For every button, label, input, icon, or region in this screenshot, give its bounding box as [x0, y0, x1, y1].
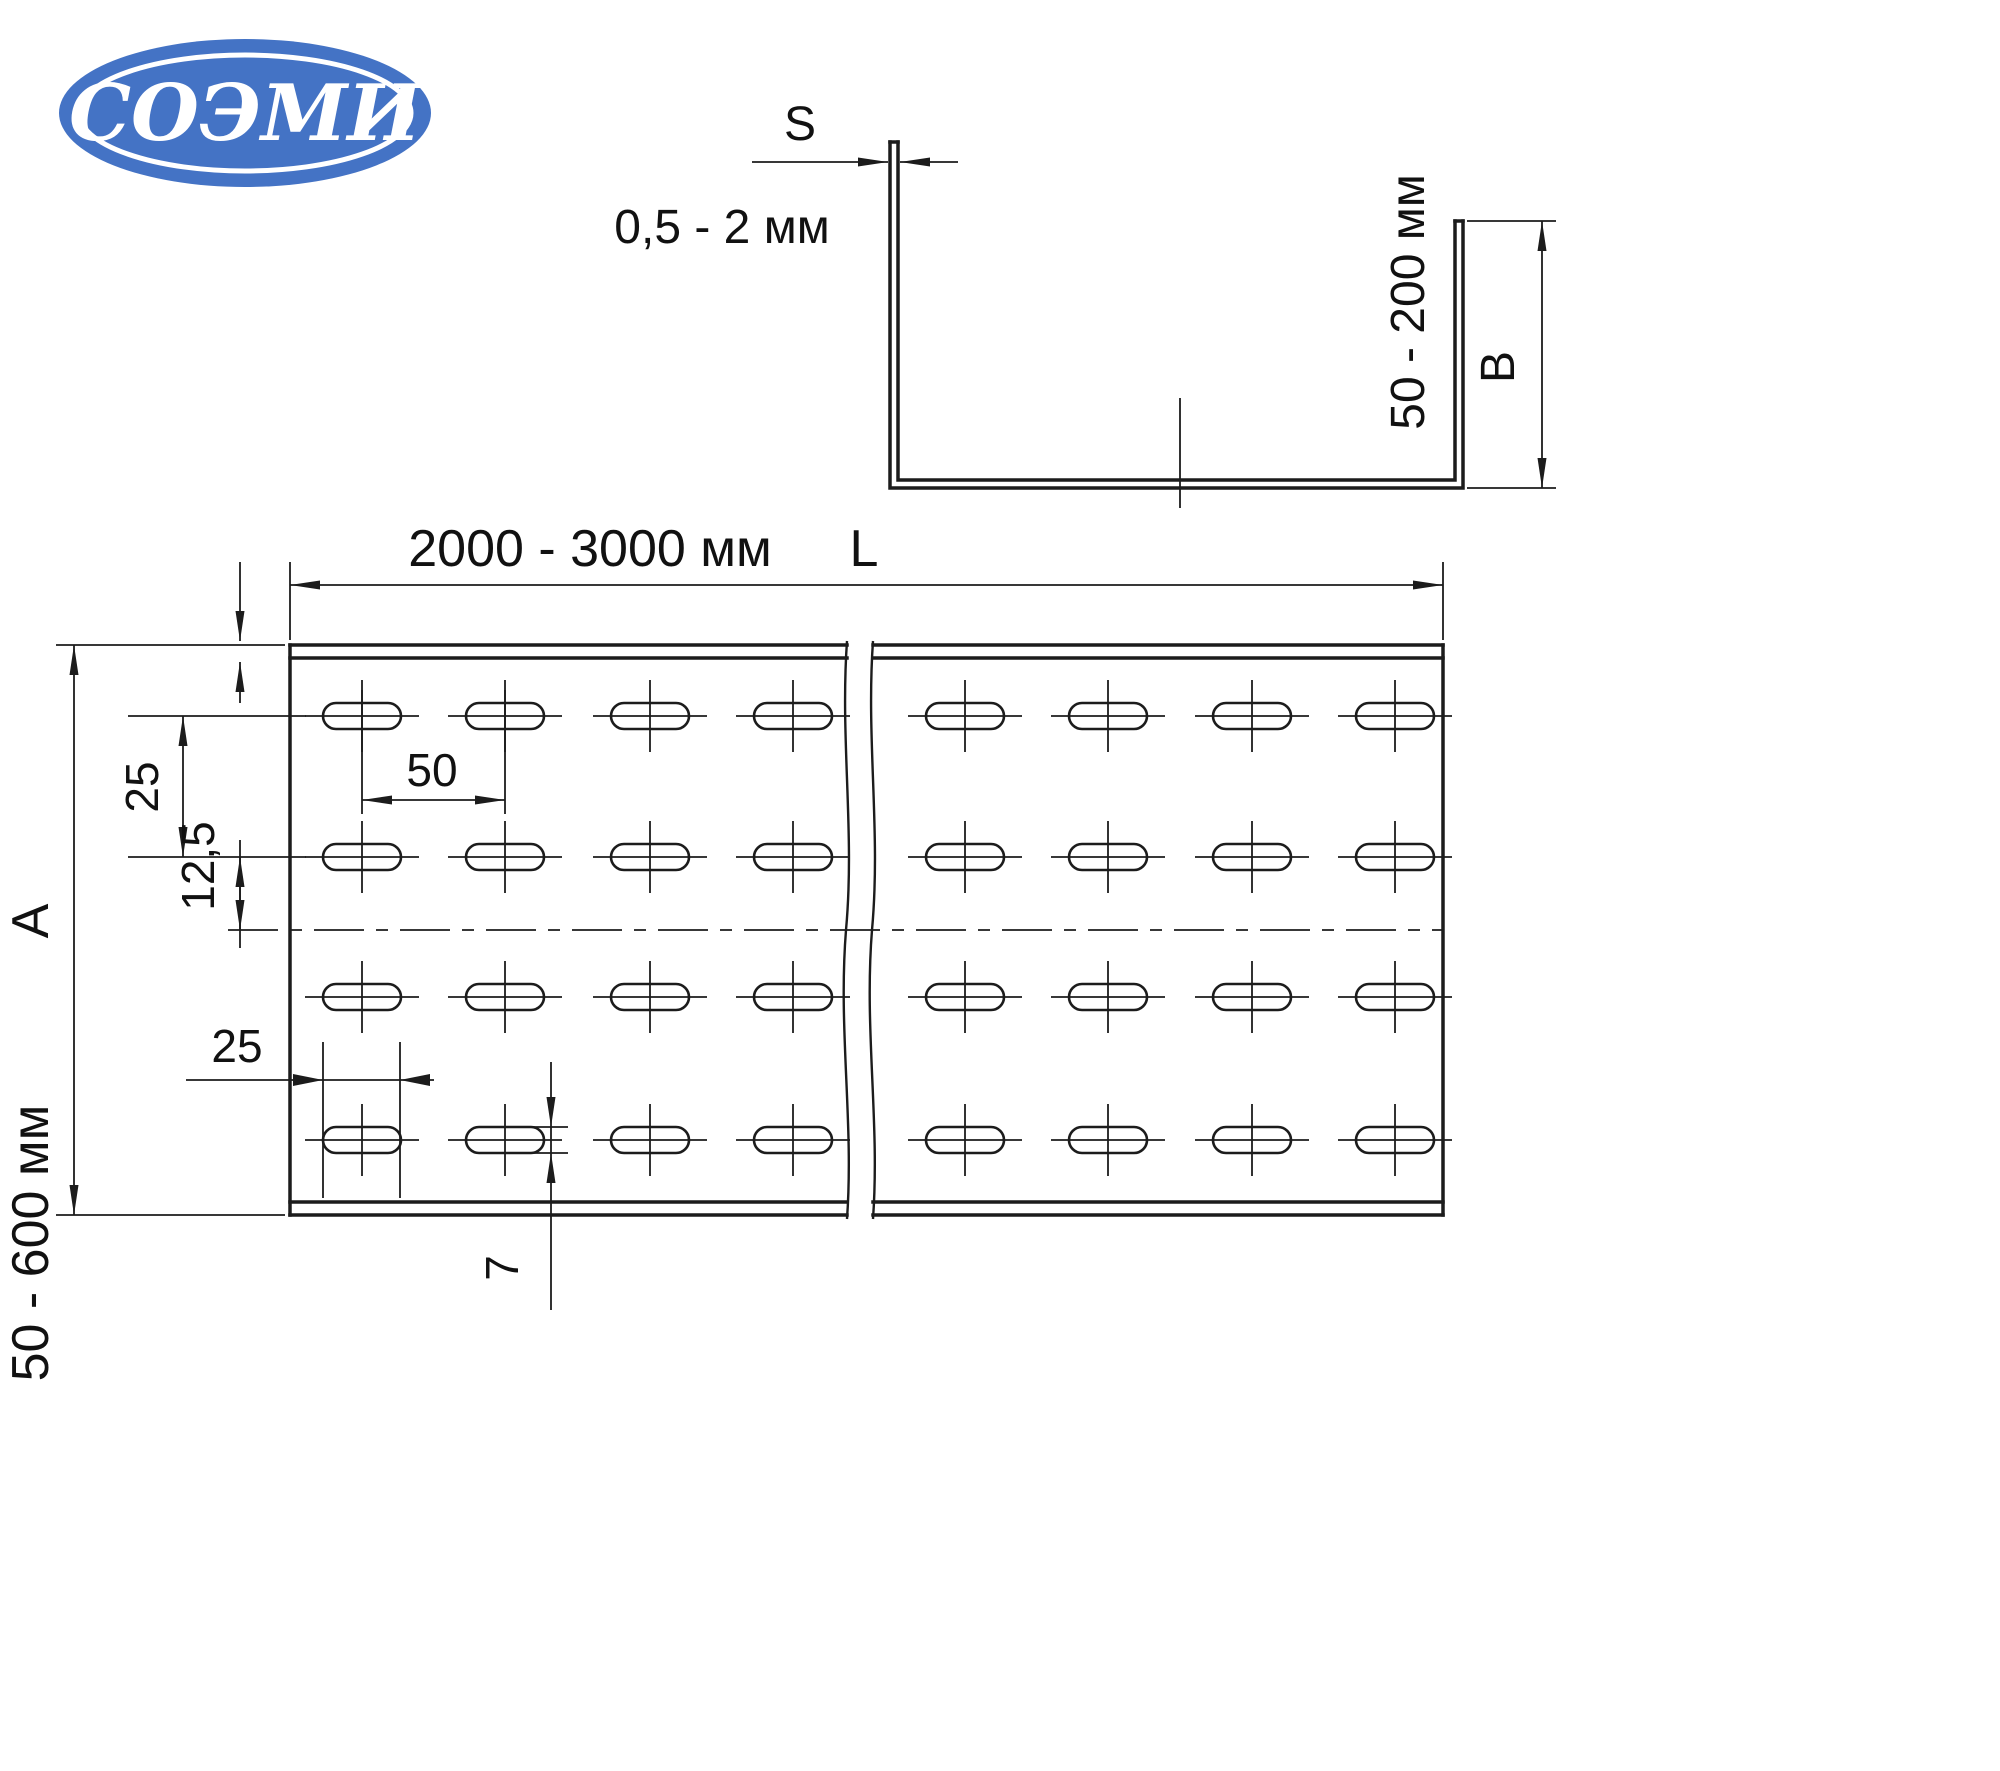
slot-pitch-dimension: 50 [361, 690, 506, 814]
logo-wordmark: СОЭМИ [69, 68, 423, 159]
height-dimension: 50 - 200 мм B [1382, 174, 1556, 489]
slot-hole [446, 819, 564, 895]
slot-pitch-value: 50 [406, 744, 457, 796]
slot-hole [591, 819, 709, 895]
thickness-range: 0,5 - 2 мм [614, 201, 829, 254]
thickness-label: S [784, 98, 816, 151]
slot-hole [1049, 959, 1167, 1035]
width-label: A [2, 903, 60, 938]
slot-hole [906, 819, 1024, 895]
tray-outline-left [288, 643, 849, 1217]
slot-hole [734, 1102, 852, 1178]
slot-hole [1193, 678, 1311, 754]
slot-hole [303, 959, 421, 1035]
slot-hole [446, 959, 564, 1035]
slot-width-dimension: 7 [476, 1062, 568, 1310]
logo-inner-ring [76, 52, 414, 174]
slot-hole [906, 678, 1024, 754]
slot-hole [734, 959, 852, 1035]
slot-hole [906, 959, 1024, 1035]
slot-length-value: 25 [211, 1020, 262, 1072]
length-dimension: 2000 - 3000 мм L [235, 520, 1444, 703]
slot-hole [1049, 1102, 1167, 1178]
section-view: S 0,5 - 2 мм 50 - 200 мм B [614, 98, 1556, 508]
width-range: 50 - 600 мм [2, 1105, 60, 1382]
slot-width-value: 7 [476, 1255, 528, 1281]
row-pitch-value: 25 [116, 761, 168, 812]
slot-hole [1336, 1102, 1454, 1178]
slot-hole [1193, 819, 1311, 895]
slot-hole [1193, 1102, 1311, 1178]
slot-hole [1336, 819, 1454, 895]
row-to-center-value: 12,5 [172, 821, 224, 911]
slot-hole [906, 1102, 1024, 1178]
length-label: L [850, 520, 879, 578]
soemi-logo: СОЭМИ [59, 39, 431, 187]
thickness-dimension: S 0,5 - 2 мм [614, 98, 958, 254]
slot-hole [1049, 819, 1167, 895]
slot-hole [1336, 678, 1454, 754]
slot-hole [591, 1102, 709, 1178]
slot-length-dimension: 25 [186, 1020, 434, 1198]
slot-hole [446, 1102, 564, 1178]
slot-hole [1193, 959, 1311, 1035]
slot-hole [591, 678, 709, 754]
slot-hole [303, 819, 421, 895]
logo-oval [59, 39, 431, 187]
height-label: B [1472, 351, 1525, 383]
plan-view: 2000 - 3000 мм L A 50 - 600 мм 25 12,5 [2, 520, 1454, 1382]
slot-hole [591, 959, 709, 1035]
width-dimension: A 50 - 600 мм [2, 644, 285, 1382]
slot-hole [734, 819, 852, 895]
slot-hole [734, 678, 852, 754]
slot-hole [1049, 678, 1167, 754]
slot-pattern [303, 678, 1454, 1178]
row-pitch-dimension: 25 [116, 715, 306, 858]
row-to-center-dimension: 12,5 [172, 821, 245, 948]
length-range: 2000 - 3000 мм [408, 520, 772, 578]
profile-outline [888, 140, 1465, 490]
height-range: 50 - 200 мм [1382, 174, 1435, 429]
slot-hole [1336, 959, 1454, 1035]
